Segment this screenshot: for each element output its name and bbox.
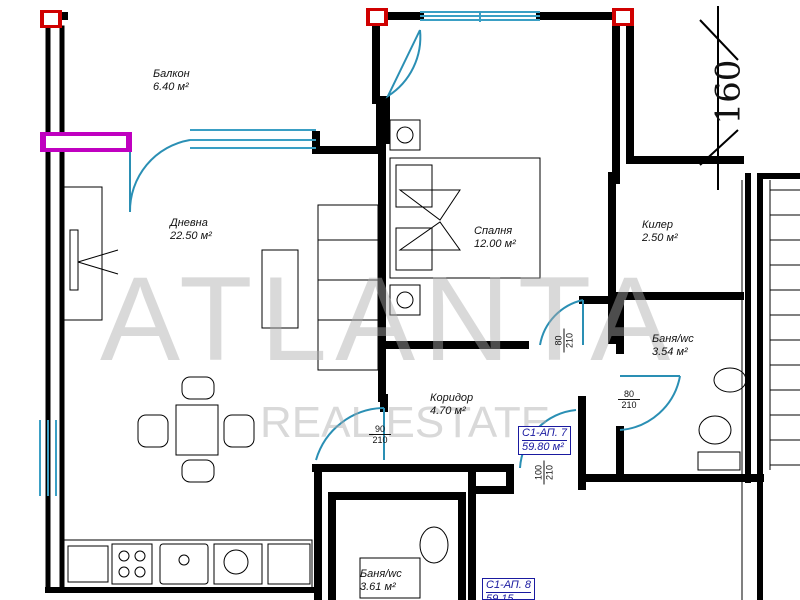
- wall-lower-b: [328, 492, 466, 600]
- room-area: 2.50 м²: [642, 232, 678, 244]
- dimension-label: 160: [708, 59, 749, 125]
- door-height: 210: [621, 400, 637, 410]
- room-living: Дневна 22.50 м²: [170, 217, 212, 243]
- room-bath2: Баня/wc 3.61 м²: [360, 568, 402, 594]
- door-width: 100: [533, 460, 545, 485]
- door-height: 210: [544, 464, 555, 481]
- apartment-tag-8: С1-АП. 8 59.15: [482, 578, 536, 600]
- room-area: 3.54 м²: [652, 346, 688, 358]
- door-label-bedroom: 80 210: [553, 328, 575, 353]
- apartment-area: 59.80 м²: [522, 440, 568, 454]
- door-height: 210: [372, 435, 388, 445]
- room-bedroom: Спалня 12.00 м²: [474, 225, 516, 251]
- door-width: 80: [553, 328, 565, 353]
- room-area: 22.50 м²: [170, 230, 212, 242]
- room-name: Баня/wc: [360, 568, 402, 580]
- room-corridor: Коридор 4.70 м²: [430, 392, 473, 418]
- room-area: 6.40 м²: [153, 81, 189, 93]
- room-name: Спалня: [474, 225, 513, 237]
- door-width: 90: [369, 424, 391, 435]
- apartment-name: С1-АП. 8: [486, 579, 532, 591]
- apartment-tag-7: С1-АП. 7 59.80 м²: [518, 426, 572, 455]
- room-name: Коридор: [430, 392, 474, 404]
- wall-balcony-bottom: [312, 96, 390, 154]
- room-name: Баня/wc: [652, 333, 694, 345]
- room-area: 3.61 м²: [360, 581, 396, 593]
- room-area: 12.00 м²: [474, 238, 516, 250]
- wall-right-upper2: [626, 12, 744, 164]
- door-label-bath1: 80 210: [618, 389, 640, 410]
- room-area: 4.70 м²: [430, 405, 466, 417]
- door-height: 210: [564, 332, 575, 349]
- door-label-living: 90 210: [369, 424, 391, 445]
- room-name: Килер: [642, 219, 674, 231]
- room-balcony: Балкон 6.40 м²: [153, 68, 190, 94]
- wall-corridor-top-right: [579, 296, 616, 344]
- apartment-name: С1-АП. 7: [522, 427, 568, 439]
- door-width: 80: [618, 389, 640, 400]
- dimension-line: [699, 6, 739, 190]
- door-label-entrance: 100 210: [533, 460, 555, 485]
- walls: [40, 12, 800, 600]
- apartment-area: 59.15: [486, 592, 532, 599]
- columns: [40, 8, 634, 152]
- room-name: Дневна: [170, 217, 208, 229]
- room-name: Балкон: [153, 68, 190, 80]
- room-bath1: Баня/wc 3.54 м²: [652, 333, 694, 359]
- wall-lower-e: [468, 464, 514, 494]
- room-storage: Килер 2.50 м²: [642, 219, 678, 245]
- windows: [39, 11, 540, 496]
- thin-lines: [61, 119, 800, 600]
- door-arcs: [128, 29, 681, 469]
